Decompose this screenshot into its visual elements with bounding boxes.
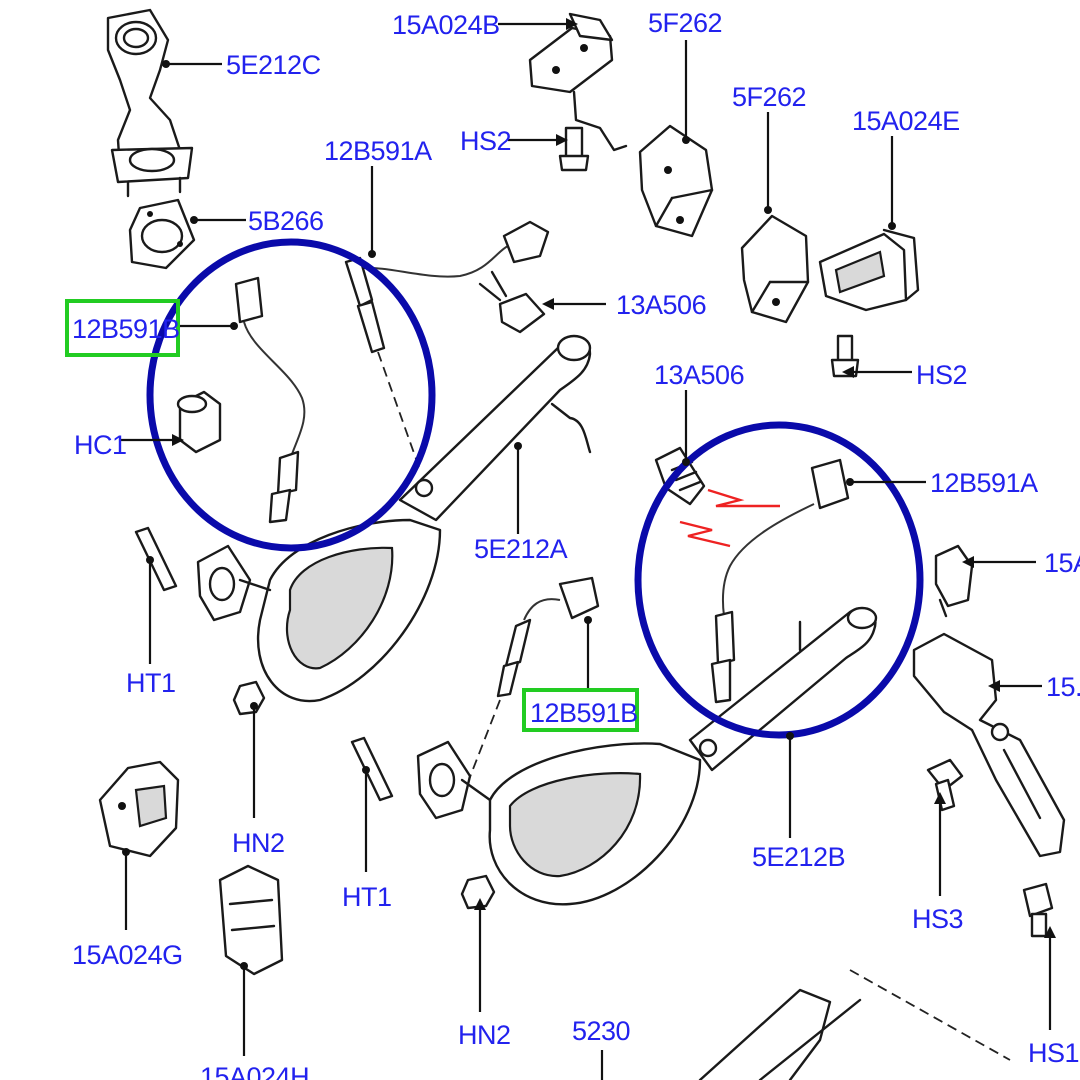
- stud-ht1-left: [134, 526, 178, 592]
- label-15a024g[interactable]: 15A024G: [72, 940, 183, 970]
- label-5f262-mid[interactable]: 5F262: [732, 82, 807, 112]
- cap-hc1: [176, 390, 222, 454]
- nut-hn2-mid: [460, 874, 496, 910]
- part-5230: [698, 969, 1011, 1080]
- sensor-12b591a-right: [710, 458, 850, 704]
- label-5e212b[interactable]: 5E212B: [752, 842, 846, 872]
- label-13a506-top[interactable]: 13A506: [616, 290, 707, 320]
- sensor-12b591a-top: [344, 220, 550, 471]
- bolt-hs2-right: [830, 334, 860, 378]
- bracket-15a024h: [218, 864, 284, 976]
- heat-shield-5f262-mid: [740, 214, 810, 324]
- red-arrows: [679, 488, 780, 548]
- clip-13a506-top: [478, 270, 546, 334]
- label-12b591a-right[interactable]: 12B591A: [930, 468, 1039, 498]
- label-5f262-top[interactable]: 5F262: [648, 8, 723, 38]
- label-hn2-mid[interactable]: HN2: [458, 1020, 511, 1050]
- label-ht1-left[interactable]: HT1: [126, 668, 176, 698]
- highlight-circles: [146, 238, 924, 739]
- highlight-circle-left: [146, 238, 436, 552]
- flange-left: [196, 544, 272, 622]
- bracket-right-upper: [934, 544, 974, 618]
- flange-mid: [416, 740, 492, 820]
- bracket-15a024g: [98, 760, 180, 858]
- pipe-5e212a: [256, 334, 592, 703]
- label-hs2-top[interactable]: HS2: [460, 126, 512, 156]
- heat-shield-5f262-top: [638, 124, 714, 238]
- highlight-box-lower: [522, 688, 639, 732]
- sensor-12b591b-left: [234, 276, 306, 524]
- label-15a024e[interactable]: 15A024E: [852, 106, 960, 136]
- sensor-12b591b-lower: [467, 576, 600, 783]
- bolt-hs2-top: [558, 126, 590, 172]
- label-5e212a[interactable]: 5E212A: [474, 534, 568, 564]
- bracket-right-mid: [912, 632, 1066, 858]
- label-hn2-left[interactable]: HN2: [232, 828, 285, 858]
- pipe-5e212b: [488, 606, 878, 906]
- label-5e212c[interactable]: 5E212C: [226, 50, 321, 80]
- label-12b591b-left[interactable]: 12B591B: [72, 314, 180, 344]
- bolt-hs1: [1022, 882, 1054, 938]
- nut-hn2-left: [232, 680, 266, 716]
- stud-ht1-mid: [350, 736, 394, 802]
- label-hc1[interactable]: HC1: [74, 430, 127, 460]
- label-15a-cut[interactable]: 15A: [1044, 548, 1080, 578]
- part-labels: 5E212C 15A024B 5F262 5F262 15A024E HS2 1…: [72, 8, 1080, 1080]
- label-15a024b[interactable]: 15A024B: [392, 10, 500, 40]
- label-15a-cut-mid[interactable]: 15.A: [1046, 672, 1080, 702]
- bracket-15a024e: [818, 228, 920, 312]
- leader-lines: [120, 18, 1056, 1080]
- label-hs2-right[interactable]: HS2: [916, 360, 968, 390]
- label-13a506-mid[interactable]: 13A506: [654, 360, 745, 390]
- gasket-5b266: [128, 198, 196, 270]
- label-12b591a-top[interactable]: 12B591A: [324, 136, 433, 166]
- label-hs3[interactable]: HS3: [912, 904, 964, 934]
- highlight-circle-right: [634, 421, 924, 739]
- label-12b591b-lower[interactable]: 12B591B: [530, 698, 638, 728]
- flange-pipe-5e212c: [106, 8, 194, 198]
- label-ht1-mid[interactable]: HT1: [342, 882, 392, 912]
- label-15a024h[interactable]: 15A024H: [200, 1062, 310, 1080]
- highlight-box-left: [65, 299, 180, 357]
- label-5230[interactable]: 5230: [572, 1016, 631, 1046]
- label-5b266[interactable]: 5B266: [248, 206, 324, 236]
- bracket-15a024b: [528, 12, 628, 152]
- label-hs1[interactable]: HS1: [1028, 1038, 1080, 1068]
